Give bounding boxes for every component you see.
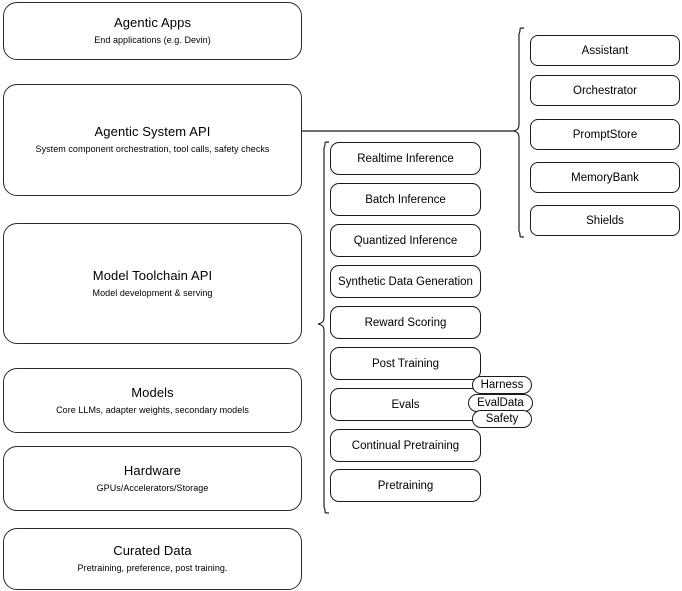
brace-model-toolchain	[317, 141, 330, 514]
layer-box-models[interactable]: Models Core LLMs, adapter weights, secon…	[3, 368, 302, 433]
layer-subtitle: Model development & serving	[92, 287, 213, 298]
agentic-system-item-label: Orchestrator	[573, 84, 637, 97]
eval-pill-safety[interactable]: Safety	[472, 410, 532, 428]
agentic-system-item-label: MemoryBank	[571, 171, 639, 184]
layer-subtitle: Pretraining, preference, post training.	[77, 563, 228, 573]
toolchain-item-evals[interactable]: Evals	[330, 388, 481, 421]
toolchain-item-continual-pretraining[interactable]: Continual Pretraining	[330, 429, 481, 462]
layer-box-agentic-system-api[interactable]: Agentic System API System component orch…	[3, 84, 302, 196]
layer-box-curated-data[interactable]: Curated Data Pretraining, preference, po…	[3, 528, 302, 590]
toolchain-item-label: Reward Scoring	[364, 316, 447, 329]
layer-title: Hardware	[123, 462, 182, 478]
toolchain-item-label: Evals	[391, 398, 420, 411]
eval-pill-label: Harness	[480, 379, 524, 391]
agentic-system-item-memorybank[interactable]: MemoryBank	[530, 162, 680, 193]
toolchain-item-label: Batch Inference	[365, 193, 446, 206]
eval-pill-label: EvalData	[477, 397, 524, 409]
eval-pill-label: Safety	[485, 413, 519, 425]
agentic-system-item-shields[interactable]: Shields	[530, 205, 680, 236]
layer-subtitle: GPUs/Accelerators/Storage	[96, 482, 209, 493]
toolchain-item-quantized-inference[interactable]: Quantized Inference	[330, 224, 481, 257]
layer-box-hardware[interactable]: Hardware GPUs/Accelerators/Storage	[3, 446, 302, 511]
layer-subtitle: End applications (e.g. Devin)	[94, 35, 211, 45]
agentic-system-item-promptstore[interactable]: PromptStore	[530, 119, 680, 150]
agentic-system-item-assistant[interactable]: Assistant	[530, 35, 680, 66]
layer-title: Model Toolchain API	[92, 267, 213, 283]
brace-agentic-system	[512, 27, 525, 238]
layer-title: Curated Data	[113, 543, 192, 558]
layer-title: Models	[131, 384, 174, 400]
toolchain-item-batch-inference[interactable]: Batch Inference	[330, 183, 481, 216]
layer-box-agentic-apps[interactable]: Agentic Apps End applications (e.g. Devi…	[3, 2, 302, 60]
toolchain-item-synthetic-data-generation[interactable]: Synthetic Data Generation	[330, 265, 481, 298]
layer-box-model-toolchain-api[interactable]: Model Toolchain API Model development & …	[3, 223, 302, 344]
layer-title: Agentic System API	[94, 124, 211, 139]
agentic-system-item-label: Shields	[586, 214, 624, 227]
toolchain-item-label: Post Training	[371, 357, 440, 370]
layer-subtitle: Core LLMs, adapter weights, secondary mo…	[56, 404, 249, 415]
toolchain-item-label: Quantized Inference	[353, 234, 458, 247]
toolchain-item-post-training[interactable]: Post Training	[330, 347, 481, 380]
layer-title: Agentic Apps	[113, 15, 192, 30]
agentic-system-item-label: PromptStore	[572, 128, 638, 141]
toolchain-item-label: Pretraining	[377, 479, 434, 492]
toolchain-item-reward-scoring[interactable]: Reward Scoring	[330, 306, 481, 339]
agentic-system-item-orchestrator[interactable]: Orchestrator	[530, 75, 680, 106]
toolchain-item-realtime-inference[interactable]: Realtime Inference	[330, 142, 481, 175]
layer-subtitle: System component orchestration, tool cal…	[35, 144, 270, 154]
toolchain-item-label: Continual Pretraining	[351, 439, 460, 452]
agentic-system-item-label: Assistant	[581, 44, 629, 57]
toolchain-item-label: Synthetic Data Generation	[338, 275, 473, 288]
toolchain-item-pretraining[interactable]: Pretraining	[330, 469, 481, 502]
eval-pill-harness[interactable]: Harness	[472, 376, 532, 394]
toolchain-item-label: Realtime Inference	[357, 152, 454, 165]
